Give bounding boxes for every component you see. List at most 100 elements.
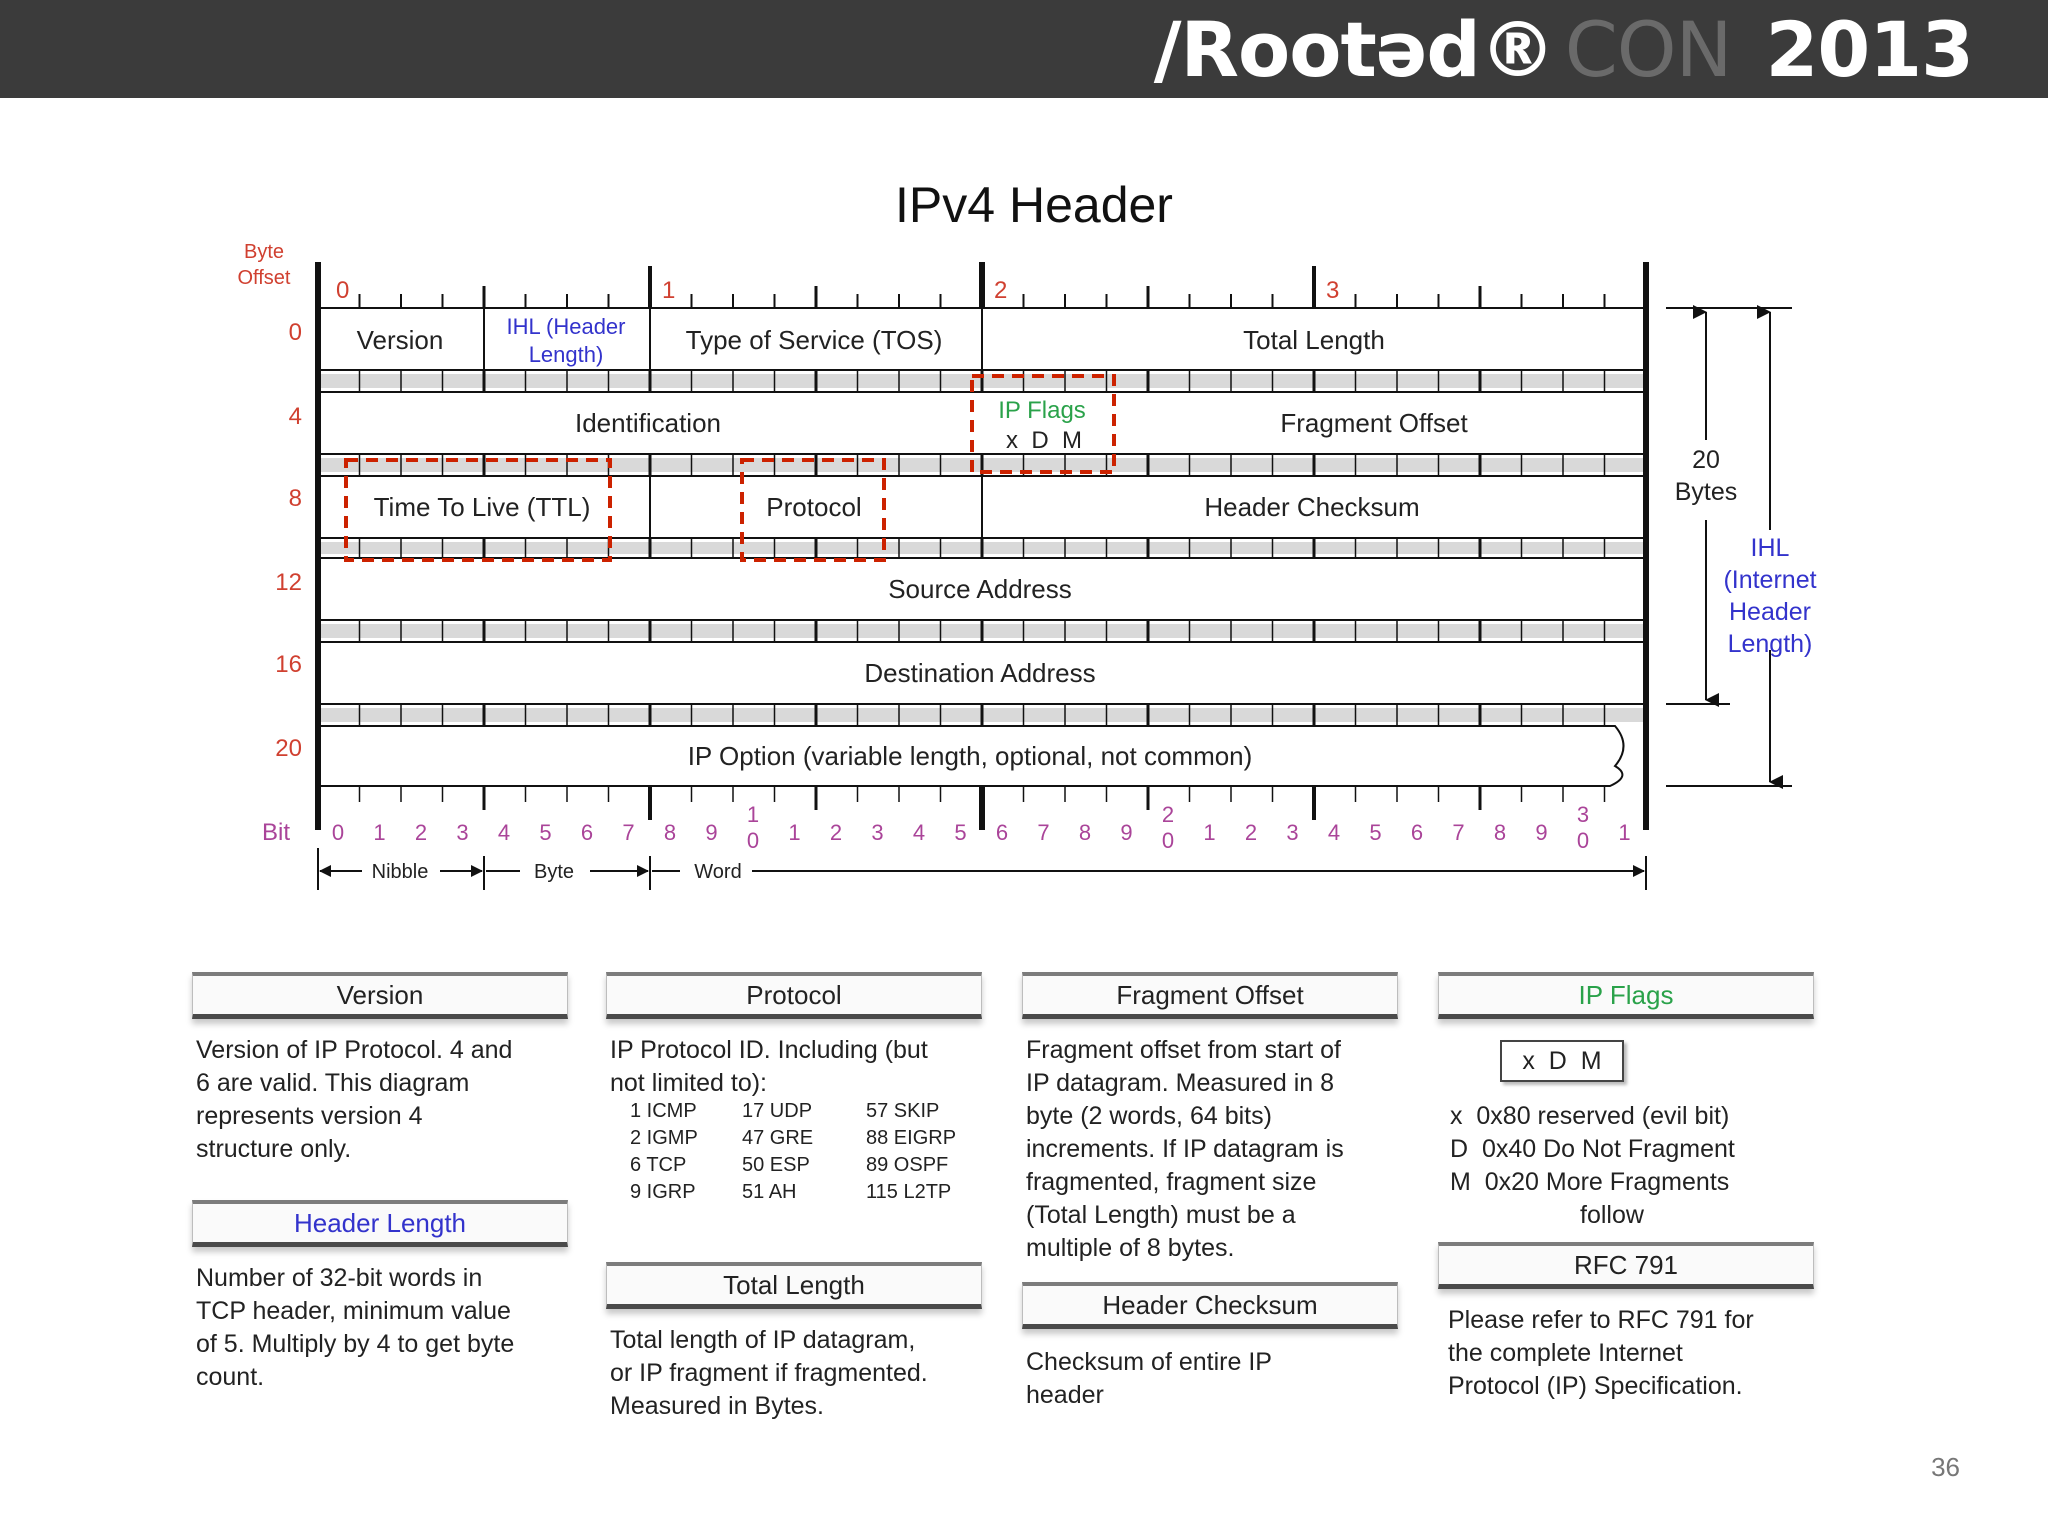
field-ip-flags: IP Flags [998, 397, 1086, 424]
page-number: 36 [1931, 1452, 1960, 1482]
bit-label: Bit [262, 819, 290, 846]
bit-number: 3 [456, 820, 468, 845]
bit-number: 0 [1577, 828, 1589, 853]
bit-number: 3 [1286, 820, 1298, 845]
header-bar: /Rootəd®CON 2013 [0, 0, 2048, 98]
field-flag-bits: x D M [1006, 427, 1082, 454]
bit-number: 5 [954, 820, 966, 845]
byte-marker-2: 2 [994, 277, 1007, 304]
legend-version-desc: Version of IP Protocol. 4 and 6 are vali… [196, 1034, 512, 1166]
bit-number: 4 [913, 820, 925, 845]
desc-line: structure only. [196, 1135, 352, 1163]
bit-number: 1 [373, 820, 385, 845]
desc-line: 6 are valid. This diagram [196, 1069, 470, 1097]
field-identification: Identification [575, 408, 721, 438]
byte-marker-1: 1 [662, 277, 675, 304]
legend-header-length-title: Header Length [192, 1200, 568, 1247]
desc-line: Number of 32-bit words in [196, 1264, 483, 1292]
diagram-title: IPv4 Header [895, 177, 1173, 233]
protocol-cell: 57 SKIP [866, 1100, 940, 1122]
row-20 [317, 725, 1625, 787]
field-ip-option: IP Option (variable length, optional, no… [688, 741, 1253, 771]
desc-line: the complete Internet [1448, 1339, 1683, 1367]
bit-number: 6 [1411, 820, 1423, 845]
desc-line: fragmented, fragment size [1026, 1168, 1317, 1196]
desc-line: M 0x20 More Fragments [1450, 1168, 1730, 1196]
bit-number: 0 [1162, 828, 1174, 853]
field-total-length: Total Length [1243, 325, 1385, 355]
desc-line: Checksum of entire IP [1026, 1348, 1272, 1376]
legend-version-title: Version [192, 972, 568, 1019]
logo-year: 2013 [1765, 5, 1974, 94]
protocol-cell: 1 ICMP [630, 1100, 697, 1122]
legend-rfc-title: RFC 791 [1438, 1242, 1814, 1289]
protocol-cell: 6 TCP [630, 1154, 687, 1176]
field-protocol: Protocol [766, 492, 861, 522]
logo-con: CON [1564, 5, 1733, 94]
ihl-side-1: IHL [1751, 534, 1790, 562]
bit-number: 4 [1328, 820, 1340, 845]
protocol-cell: 51 AH [742, 1181, 797, 1203]
field-version: Version [357, 325, 444, 355]
desc-line: x 0x80 reserved (evil bit) [1450, 1102, 1730, 1130]
byte-offset-label-2: Offset [238, 267, 291, 289]
ihl-side-2: (Internet [1723, 566, 1816, 594]
legend-protocol-desc: IP Protocol ID. Including (but not limit… [610, 1034, 928, 1100]
bit-number: 2 [830, 820, 842, 845]
row-offset-20: 20 [275, 735, 302, 762]
field-fragment-offset: Fragment Offset [1280, 408, 1468, 438]
bit-number: 0 [332, 820, 344, 845]
row-offset-8: 8 [289, 485, 302, 512]
legend-header-length-desc: Number of 32-bit words in TCP header, mi… [196, 1262, 514, 1394]
byte-marker-3: 3 [1326, 277, 1339, 304]
logo-main: /Rootəd® [1153, 5, 1556, 94]
legend-fragment-offset-desc: Fragment offset from start of IP datagra… [1026, 1034, 1344, 1265]
bit-number: 9 [1535, 820, 1547, 845]
legend-protocol-title: Protocol [606, 972, 982, 1019]
ihl-side-4: Length) [1728, 630, 1813, 658]
desc-line: Fragment offset from start of [1026, 1036, 1341, 1064]
desc-line: (Total Length) must be a [1026, 1201, 1296, 1229]
protocol-cell: 50 ESP [742, 1154, 810, 1176]
field-header-checksum: Header Checksum [1204, 492, 1419, 522]
desc-line: not limited to): [610, 1069, 768, 1097]
bit-number: 6 [996, 820, 1008, 845]
row-offset-12: 12 [275, 569, 302, 596]
protocol-cell: 9 IGRP [630, 1181, 696, 1203]
bit-number: 1 [1618, 820, 1630, 845]
bit-number: 2 [415, 820, 427, 845]
legend-total-length-title: Total Length [606, 1262, 982, 1309]
ihl-side-3: Header [1729, 598, 1811, 626]
protocol-cell: 17 UDP [742, 1100, 813, 1122]
highlight-ttl [344, 458, 612, 562]
desc-line: multiple of 8 bytes. [1026, 1234, 1235, 1262]
desc-line: Measured in Bytes. [610, 1392, 824, 1420]
size-20: 20 [1692, 446, 1720, 474]
protocol-row: 1 ICMP 17 UDP 57 SKIP [630, 1098, 956, 1125]
bit-number: 1 [747, 802, 759, 827]
byte-offset-label-1: Byte [244, 241, 284, 263]
bit-number: 3 [1577, 802, 1589, 827]
field-ttl: Time To Live (TTL) [374, 492, 591, 522]
bit-number: 0 [747, 828, 759, 853]
desc-line: Version of IP Protocol. 4 and [196, 1036, 513, 1064]
protocol-cell: 89 OSPF [866, 1154, 949, 1176]
ip-flags-box: x D M [1500, 1040, 1624, 1082]
field-source-address: Source Address [888, 574, 1072, 604]
protocol-cell: 47 GRE [742, 1127, 814, 1149]
bit-number: 8 [1079, 820, 1091, 845]
bit-number: 8 [1494, 820, 1506, 845]
desc-line: Please refer to RFC 791 for [1448, 1306, 1754, 1334]
bit-number: 2 [1162, 802, 1174, 827]
legend-total-length-desc: Total length of IP datagram, or IP fragm… [610, 1324, 928, 1423]
highlight-protocol [740, 458, 886, 562]
row-separators [318, 370, 1646, 810]
legend-header-checksum-title: Header Checksum [1022, 1282, 1398, 1329]
row-offset-4: 4 [289, 403, 302, 430]
bit-number: 4 [498, 820, 510, 845]
legend-ip-flags-title: IP Flags [1438, 972, 1814, 1019]
